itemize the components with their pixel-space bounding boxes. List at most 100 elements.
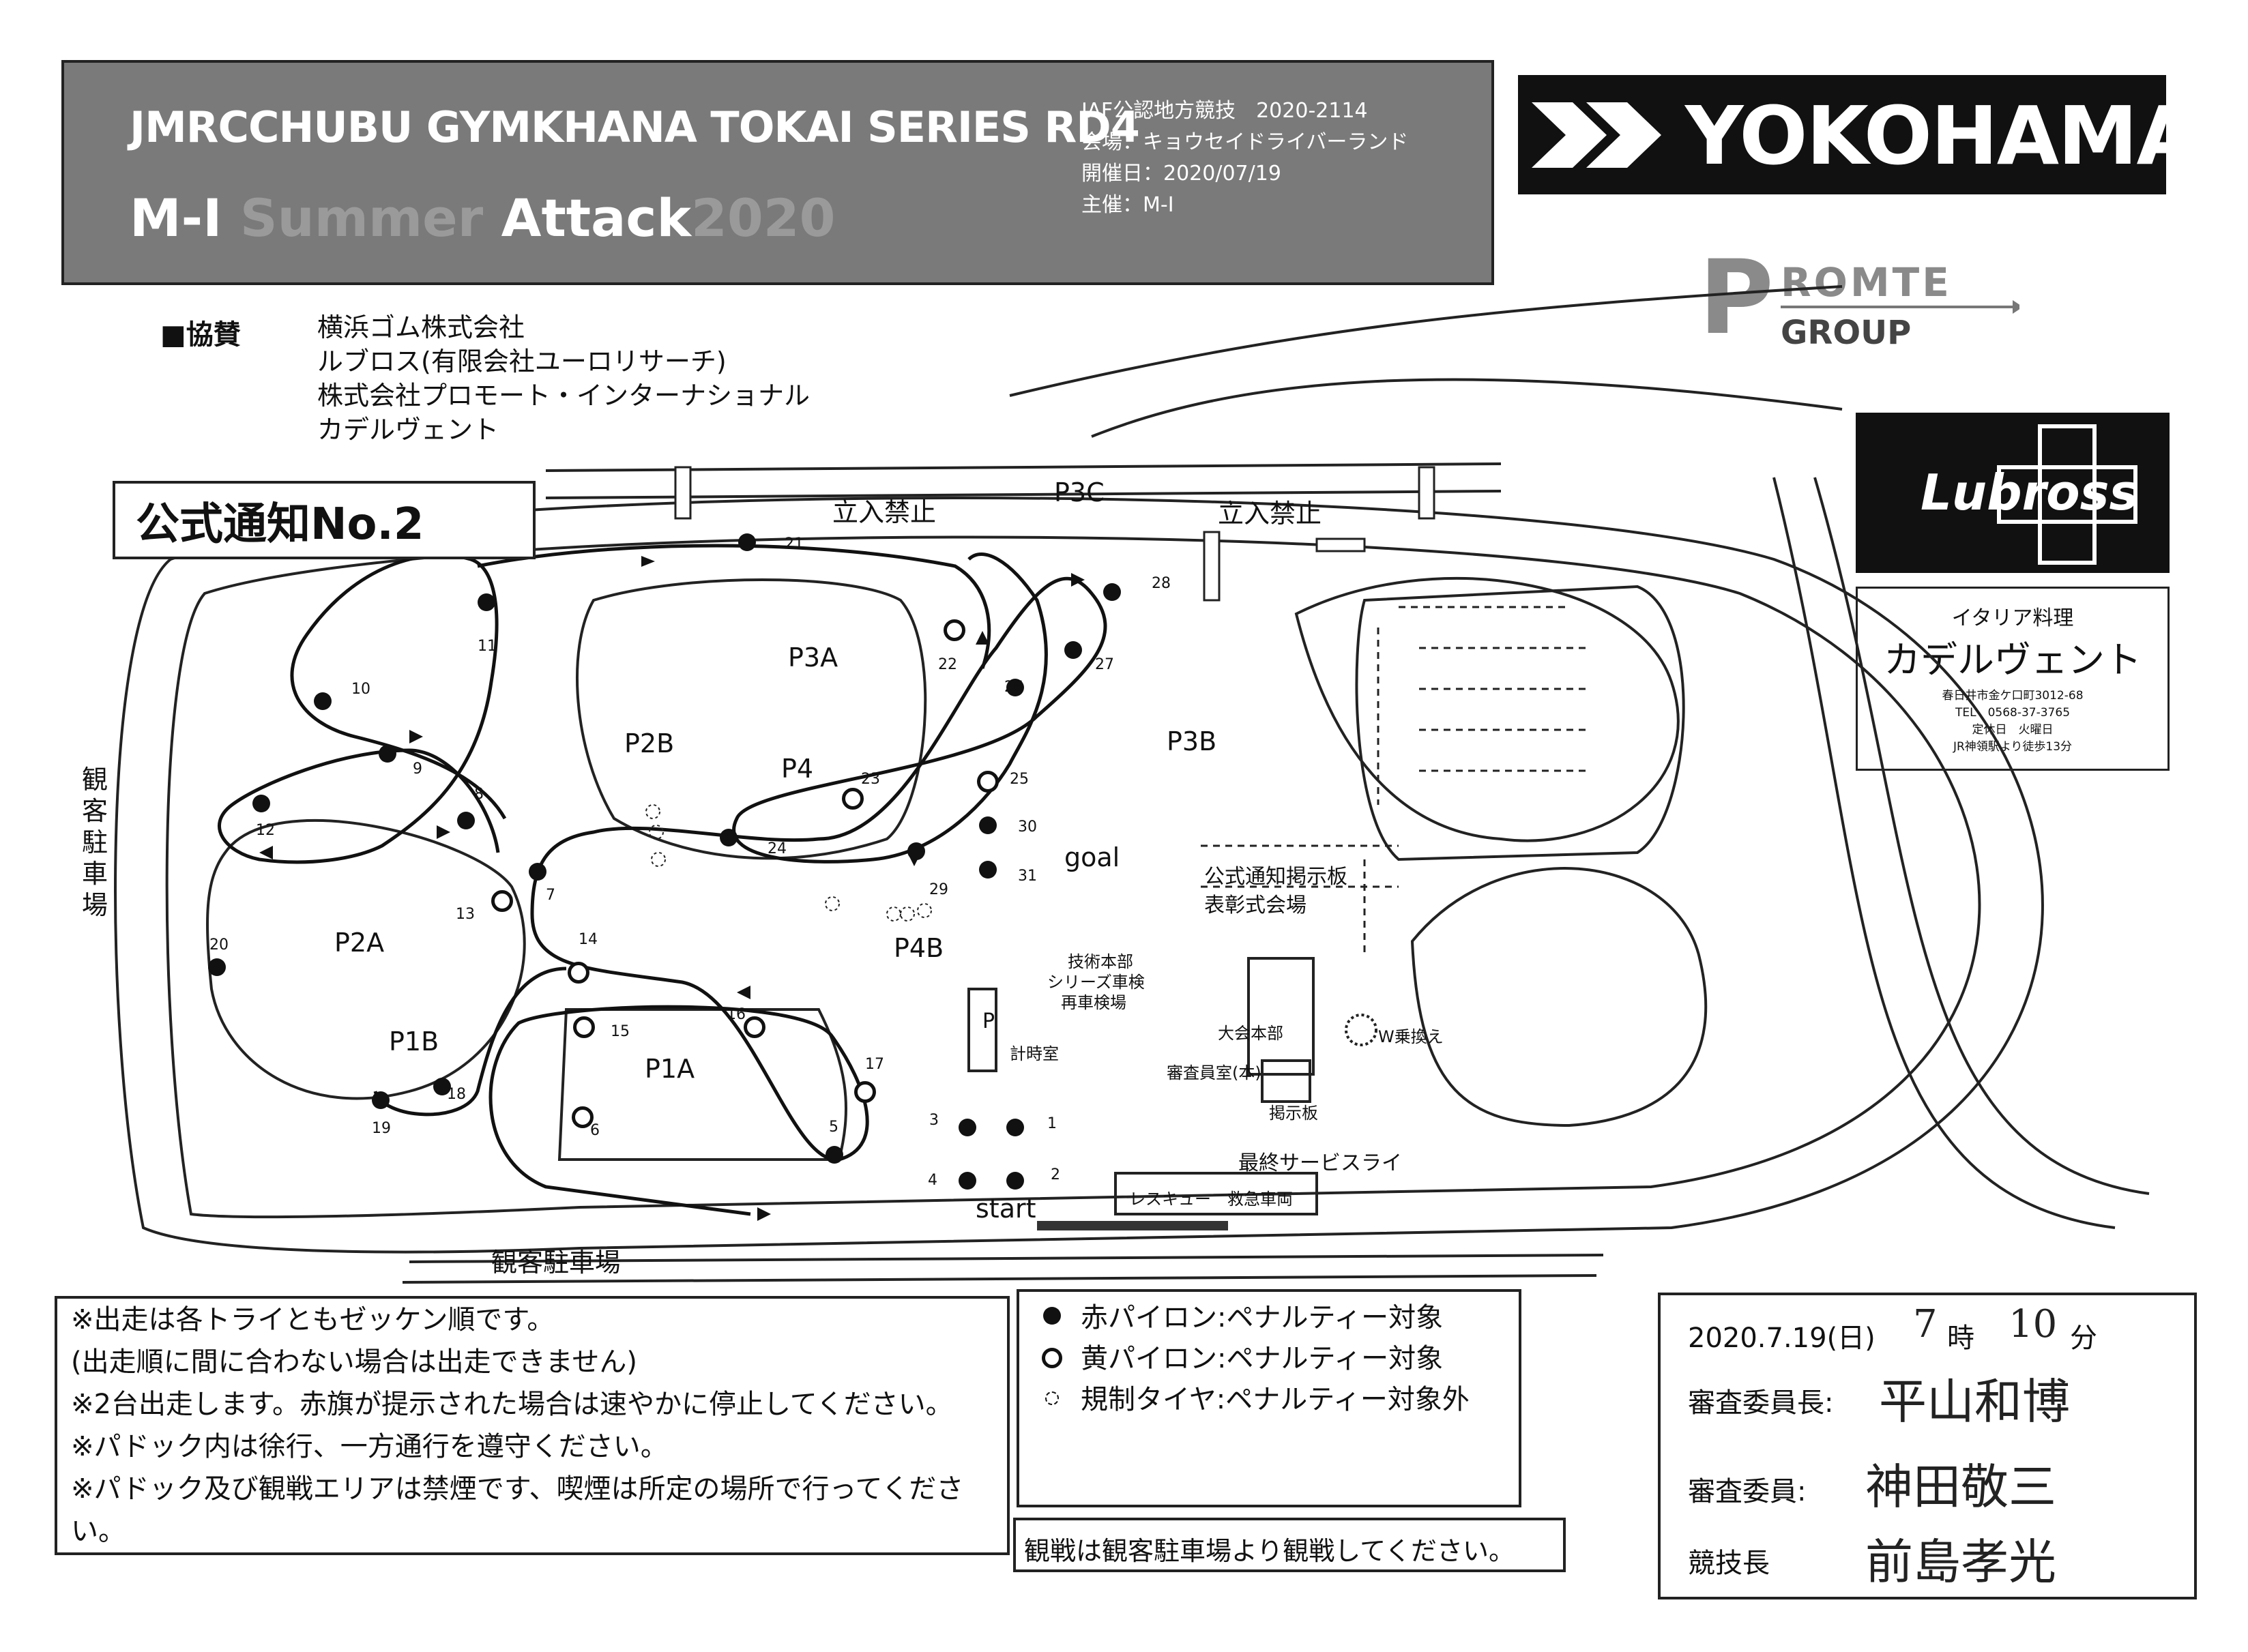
pylon-number: 3 xyxy=(929,1112,939,1129)
judges-date: 2020.7.19(日) xyxy=(1688,1323,1875,1354)
tire-marker xyxy=(886,906,901,921)
label-rescue: レスキュー 救急車両 xyxy=(1129,1190,1293,1209)
red-pylon xyxy=(907,842,925,860)
hill-line-2 xyxy=(1091,378,1843,438)
sponsor-item: カデルヴェント xyxy=(317,415,499,445)
red-pylon xyxy=(252,795,270,812)
yokohama-logo: YOKOHAMA xyxy=(1518,75,2199,194)
pylon-number: 7 xyxy=(546,887,555,904)
right-lot xyxy=(1355,585,1685,861)
label-p4: P4 xyxy=(781,754,814,784)
tire-marker xyxy=(900,906,915,921)
pylon-number: 6 xyxy=(590,1122,600,1139)
legend-red: 赤パイロン:ペナルティー対象 xyxy=(1081,1302,1444,1333)
subtitle-part-3: Attack xyxy=(501,188,691,248)
cadelvento-ad: イタリア料理 カデルヴェント 春日井市金ケ口町3012-68 TEL 0568-… xyxy=(1856,587,2170,771)
pylon-number: 18 xyxy=(447,1086,466,1103)
label-bulletin-board: 公式通知掲示板 xyxy=(1204,865,1347,889)
cadel-line: 春日井市金ケ口町3012-68 xyxy=(1942,689,2084,703)
barrier xyxy=(674,466,692,520)
promte-arrow-icon xyxy=(1781,300,2019,314)
label-judges-room: 審査員室(本) xyxy=(1167,1063,1261,1082)
route-arrow xyxy=(1071,573,1085,587)
watch-note: 観戦は観客駐車場より観戦してください。 xyxy=(1013,1518,1566,1572)
cadel-title: イタリア料理 xyxy=(1951,606,2074,630)
judges-minute-unit: 分 xyxy=(2070,1323,2097,1354)
lubross-text: Lubross xyxy=(1921,464,2139,521)
route-arrow xyxy=(737,986,750,999)
red-pylon xyxy=(1006,1119,1024,1136)
right-road xyxy=(1772,477,2116,1229)
yellow-pylon xyxy=(944,619,965,641)
judges-hour-unit: 時 xyxy=(1947,1323,1974,1354)
red-pylon xyxy=(959,1172,976,1190)
yellow-pylon xyxy=(842,788,864,810)
note-line: ※2台出走します。赤旗が提示された場合は速やかに停止してください。 xyxy=(71,1389,953,1420)
label-p3a: P3A xyxy=(788,643,838,673)
pylon-number: 22 xyxy=(938,656,957,673)
pylon-number: 24 xyxy=(768,840,787,857)
course-route xyxy=(488,552,1107,1216)
label-bulletin: 掲示板 xyxy=(1269,1104,1318,1123)
pylon-number: 23 xyxy=(861,771,880,788)
label-p2a: P2A xyxy=(334,928,385,958)
pylon-number: 11 xyxy=(478,638,497,655)
label-event-hq: 大会本部 xyxy=(1218,1024,1283,1043)
red-pylon xyxy=(529,863,546,881)
yellow-pylon xyxy=(491,890,513,912)
label-p4b: P4B xyxy=(894,933,944,963)
pylon-number: 28 xyxy=(1152,575,1171,592)
road-top xyxy=(545,462,1502,472)
cadel-details: 春日井市金ケ口町3012-68 TEL 0568-37-3765 定休日 火曜日… xyxy=(1858,688,2167,756)
pylon-number: 2 xyxy=(1051,1166,1060,1183)
red-pylon xyxy=(959,1119,976,1136)
course-route-top xyxy=(477,544,991,669)
pylon-number: 14 xyxy=(579,931,598,948)
header-banner xyxy=(61,60,1494,285)
p3b-track xyxy=(1294,577,1680,842)
legend-box: 赤パイロン:ペナルティー対象 黄パイロン:ペナルティー対象 規制タイヤ:ペナルテ… xyxy=(1017,1289,1521,1507)
yokohama-text: YOKOHAMA xyxy=(1685,89,2199,183)
course-p2a xyxy=(206,818,526,1100)
label-reinspection: 再車検場 xyxy=(1061,993,1126,1012)
label-final-service: 最終サービスライ xyxy=(1238,1151,1402,1175)
label-parking-left: 観客駐車場 xyxy=(82,765,108,920)
member-signature: 神田敬三 xyxy=(1865,1459,2056,1515)
event-title: JMRCCHUBU GYMKHANA TOKAI SERIES RD4 xyxy=(130,102,1140,152)
pylon-number: P xyxy=(982,1009,995,1033)
director-label: 競技長 xyxy=(1688,1548,1770,1579)
label-p3c: P3C xyxy=(1054,477,1105,507)
route-arrow xyxy=(757,1207,771,1221)
label-tech-hq: 技術本部 xyxy=(1068,952,1133,971)
notes-box: ※出走は各トライともゼッケン順です。 (出走順に間に合わない場合は出走できません… xyxy=(55,1296,1010,1555)
course-p3a xyxy=(576,578,927,860)
sponsor-item: ルブロス(有限会社ユーロリサーチ) xyxy=(317,346,727,377)
lubross-cross-icon xyxy=(1997,424,2137,565)
road-bottom-2 xyxy=(409,1254,1604,1263)
cadel-line: JR神領駅より徒歩13分 xyxy=(1953,740,2073,754)
label-goal: goal xyxy=(1064,842,1120,872)
pylon-number: 25 xyxy=(1010,771,1029,788)
pylon-number: 1 xyxy=(1047,1115,1057,1132)
pylon-number: 17 xyxy=(865,1056,884,1073)
event-info: JAF公認地方競技 2020-2114 会場：キョウセイドライバーランド 開催日… xyxy=(1081,95,1463,221)
judges-hour: 7 xyxy=(1913,1302,1938,1346)
yellow-pylon-icon xyxy=(1042,1348,1062,1368)
red-pylon xyxy=(208,958,226,976)
label-parking-bottom: 観客駐車場 xyxy=(491,1248,622,1278)
judges-minute: 10 xyxy=(2009,1302,2058,1346)
sponsor-item: 横浜ゴム株式会社 xyxy=(317,312,525,342)
yellow-pylon xyxy=(568,962,589,984)
notice-title: 公式通知No.2 xyxy=(113,481,536,559)
building-judges xyxy=(1261,1059,1311,1103)
sponsor-heading: ■協賛 xyxy=(160,319,241,351)
red-pylon-icon xyxy=(1043,1307,1061,1325)
info-line: 開催日：2020/07/19 xyxy=(1081,162,1281,186)
red-pylon xyxy=(979,861,997,879)
red-pylon xyxy=(478,593,495,611)
yellow-pylon xyxy=(572,1106,594,1128)
tire-icon xyxy=(1045,1391,1059,1405)
chief-signature: 平山和博 xyxy=(1879,1374,2070,1430)
note-line: い。 xyxy=(71,1516,126,1547)
outer-road xyxy=(114,497,2044,1254)
